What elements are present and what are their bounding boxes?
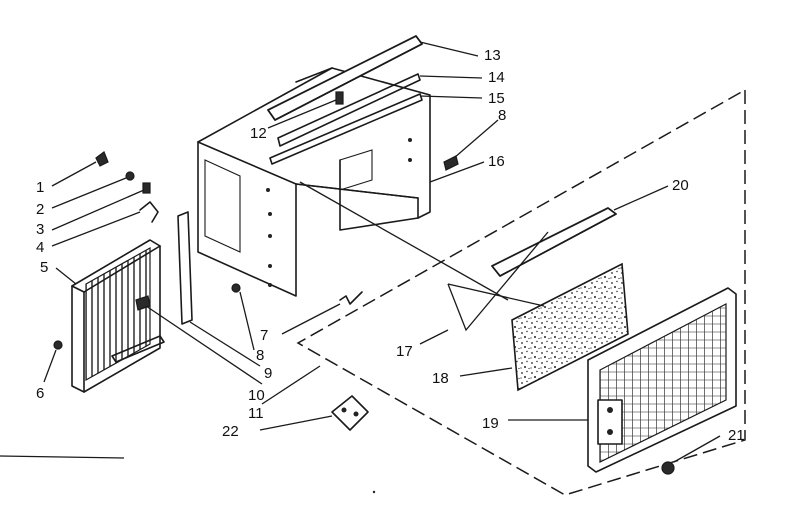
arm-5 [111,335,165,363]
screw-2 [125,171,135,181]
screw-3 [142,182,151,194]
scan-dot [372,490,376,494]
callout-16: 16 [488,153,505,170]
rail-20 [491,207,617,277]
window-opening-outline [296,89,746,496]
knob-21 [661,461,675,475]
callout-8-lower: 8 [256,347,264,364]
filter-18 [511,262,629,392]
callout-3: 3 [36,221,44,238]
top-rail-assembly [267,35,423,165]
clip-1 [95,151,109,167]
bracket-7 [339,291,363,305]
strip-9 [177,211,193,325]
callout-18: 18 [432,370,449,387]
callout-17: 17 [396,343,413,360]
callout-19: 19 [482,415,499,432]
scan-mark [0,455,125,459]
cabinet [197,67,431,297]
callout-13: 13 [484,47,501,64]
callout-6: 6 [36,385,44,402]
screw-6 [53,340,63,350]
callout-22: 22 [222,423,239,440]
callout-21: 21 [728,427,745,444]
screw-8-lower [231,283,241,293]
screw-8-upper [443,155,459,171]
callout-10: 10 [248,387,265,404]
callout-4: 4 [36,239,44,256]
callout-9: 9 [264,365,272,382]
callout-15: 15 [488,90,505,107]
bracket-22 [331,395,369,431]
callout-12: 12 [250,125,267,142]
screw-12 [335,91,344,105]
leader-lines [43,41,721,463]
callout-7: 7 [260,327,268,344]
callout-11: 11 [248,405,264,422]
callout-5: 5 [40,259,48,276]
bracket-4 [139,201,159,223]
callout-2: 2 [36,201,44,218]
callout-14: 14 [488,69,505,86]
side-curtain-5 [71,239,161,393]
callout-8-upper: 8 [498,107,506,124]
front-grille-19 [587,287,737,473]
callout-1: 1 [36,179,44,196]
callout-20: 20 [672,177,689,194]
